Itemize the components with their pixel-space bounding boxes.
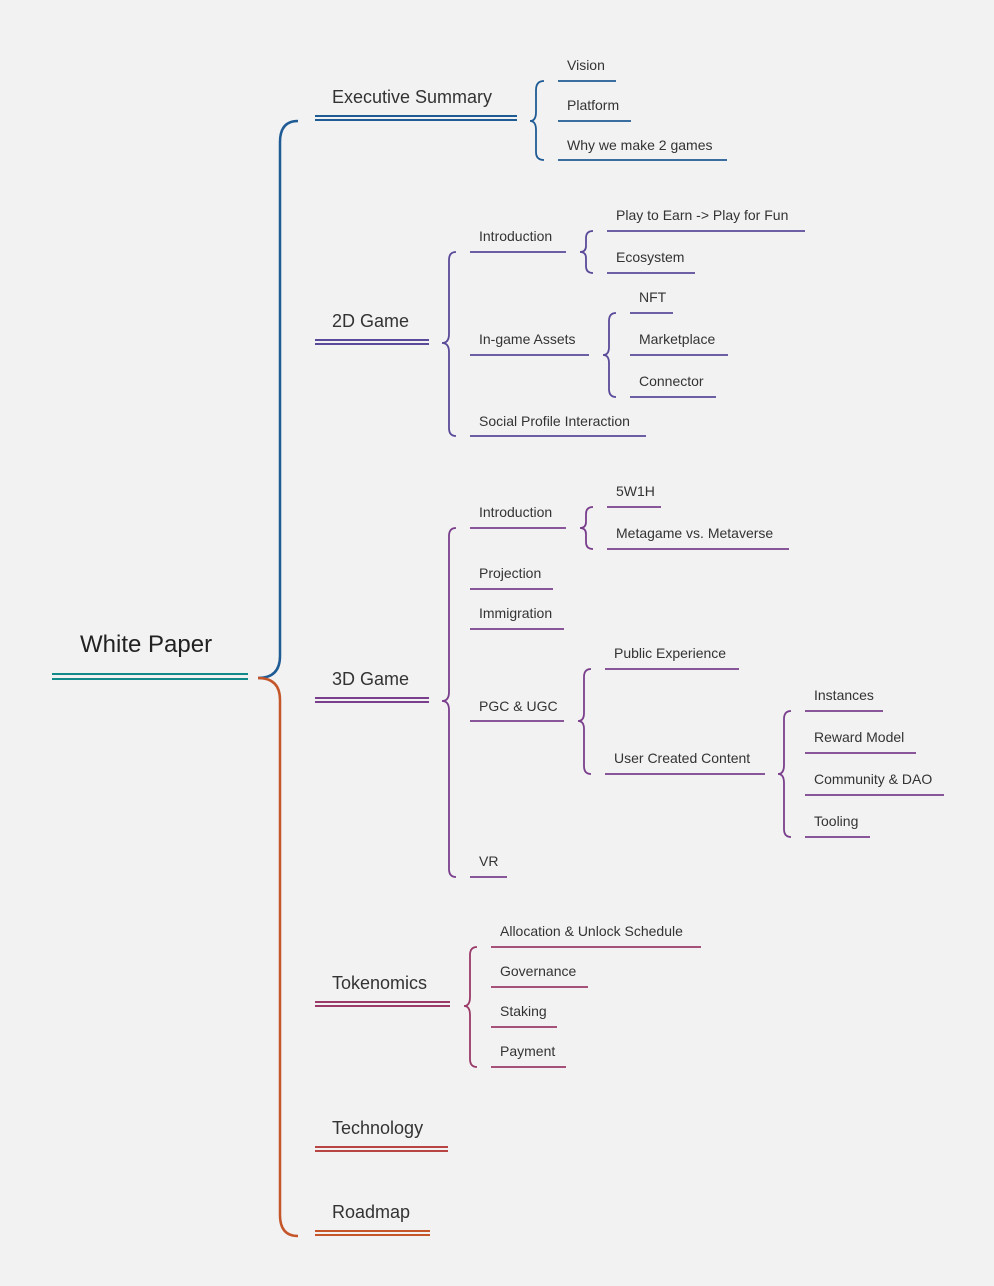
tokenomics-brace	[463, 946, 478, 1068]
node-community-dao[interactable]: Community & DAO	[805, 771, 944, 796]
pgc-ugc-label: PGC & UGC	[479, 698, 558, 714]
executive-summary-label: Executive Summary	[332, 87, 492, 107]
branch-tokenomics[interactable]: Tokenomics	[315, 946, 478, 1068]
ecosystem-label: Ecosystem	[616, 249, 684, 265]
2d-introduction-label: Introduction	[479, 228, 552, 244]
public-experience-label: Public Experience	[614, 645, 726, 661]
tokenomics-label: Tokenomics	[332, 973, 427, 993]
instances-label: Instances	[814, 687, 874, 703]
roadmap-label: Roadmap	[332, 1202, 410, 1222]
3d-game-label: 3D Game	[332, 669, 409, 689]
2d-introduction-brace	[579, 230, 594, 274]
node-user-created-content[interactable]: User Created Content	[605, 710, 792, 838]
node-pgc-ugc[interactable]: PGC & UGC	[470, 668, 592, 775]
governance-label: Governance	[500, 963, 576, 979]
branch-executive-summary[interactable]: Executive Summary	[315, 80, 545, 161]
metagame-label: Metagame vs. Metaverse	[616, 525, 773, 541]
2d-game-label: 2D Game	[332, 311, 409, 331]
node-marketplace[interactable]: Marketplace	[630, 331, 728, 356]
node-public-experience[interactable]: Public Experience	[605, 645, 739, 670]
node-allocation[interactable]: Allocation & Unlock Schedule	[491, 923, 701, 948]
marketplace-label: Marketplace	[639, 331, 715, 347]
play-to-earn-label: Play to Earn -> Play for Fun	[616, 207, 788, 223]
platform-label: Platform	[567, 97, 619, 113]
user-created-content-label: User Created Content	[614, 750, 750, 766]
node-why-two-games[interactable]: Why we make 2 games	[558, 137, 727, 161]
node-social-profile[interactable]: Social Profile Interaction	[470, 413, 646, 437]
node-payment[interactable]: Payment	[491, 1043, 566, 1068]
2d-game-brace	[441, 251, 457, 437]
vr-label: VR	[479, 853, 498, 869]
node-instances[interactable]: Instances	[805, 687, 883, 712]
3d-introduction-brace	[579, 506, 594, 550]
node-2d-introduction[interactable]: Introduction	[470, 228, 594, 274]
node-in-game-assets[interactable]: In-game Assets	[470, 312, 617, 398]
node-reward-model[interactable]: Reward Model	[805, 729, 916, 754]
tooling-label: Tooling	[814, 813, 858, 829]
technology-label: Technology	[332, 1118, 423, 1138]
3d-game-brace	[441, 527, 457, 878]
node-staking[interactable]: Staking	[491, 1003, 557, 1028]
5w1h-label: 5W1H	[616, 483, 655, 499]
node-vision[interactable]: Vision	[558, 57, 616, 82]
nft-label: NFT	[639, 289, 667, 305]
trunk-lower	[257, 676, 299, 1238]
node-ecosystem[interactable]: Ecosystem	[607, 249, 695, 274]
root-label: White Paper	[80, 631, 212, 658]
node-metagame[interactable]: Metagame vs. Metaverse	[607, 525, 789, 550]
payment-label: Payment	[500, 1043, 555, 1059]
node-nft[interactable]: NFT	[630, 289, 673, 314]
user-created-content-brace	[777, 710, 792, 838]
in-game-assets-label: In-game Assets	[479, 331, 576, 347]
node-immigration[interactable]: Immigration	[470, 605, 564, 630]
node-platform[interactable]: Platform	[558, 97, 631, 122]
node-play-to-earn[interactable]: Play to Earn -> Play for Fun	[607, 207, 805, 232]
branch-3d-game[interactable]: 3D Game	[315, 527, 457, 878]
why-two-games-label: Why we make 2 games	[567, 137, 713, 153]
immigration-label: Immigration	[479, 605, 552, 621]
pgc-ugc-brace	[577, 668, 592, 775]
community-dao-label: Community & DAO	[814, 771, 932, 787]
projection-label: Projection	[479, 565, 541, 581]
branch-technology[interactable]: Technology	[315, 1118, 448, 1152]
executive-summary-brace	[529, 80, 545, 161]
node-tooling[interactable]: Tooling	[805, 813, 870, 838]
in-game-assets-brace	[602, 312, 617, 398]
node-governance[interactable]: Governance	[491, 963, 588, 988]
node-5w1h[interactable]: 5W1H	[607, 483, 661, 508]
branch-2d-game[interactable]: 2D Game	[315, 251, 457, 437]
allocation-label: Allocation & Unlock Schedule	[500, 923, 683, 939]
node-projection[interactable]: Projection	[470, 565, 553, 590]
node-vr[interactable]: VR	[470, 853, 507, 878]
reward-model-label: Reward Model	[814, 729, 904, 745]
branch-roadmap[interactable]: Roadmap	[315, 1202, 430, 1236]
trunk-upper	[257, 119, 299, 680]
root-node[interactable]: White Paper	[52, 631, 248, 680]
3d-introduction-label: Introduction	[479, 504, 552, 520]
social-profile-label: Social Profile Interaction	[479, 413, 630, 429]
staking-label: Staking	[500, 1003, 547, 1019]
vision-label: Vision	[567, 57, 605, 73]
connector-label: Connector	[639, 373, 704, 389]
node-connector[interactable]: Connector	[630, 373, 716, 398]
node-3d-introduction[interactable]: Introduction	[470, 504, 594, 550]
